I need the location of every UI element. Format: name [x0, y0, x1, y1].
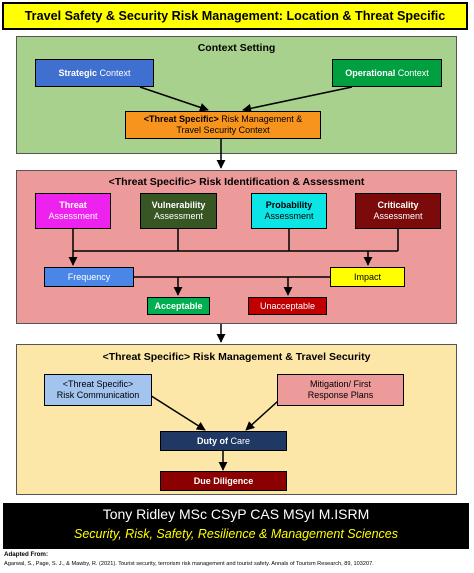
operational-context-label-rest: Context [395, 67, 429, 78]
risk-identification-title: <Threat Specific> Risk Identification & … [108, 176, 365, 188]
mitigation-label-line2: Response Plans [307, 390, 374, 400]
risk-management-title: <Threat Specific> Risk Management & Trav… [102, 351, 371, 363]
context-setting-title: Context Setting [197, 42, 276, 54]
due-diligence-box: Due Diligence [160, 471, 287, 491]
arrow-communication-to-duty [144, 391, 206, 431]
risk-communication-label-line2: Risk Communication [56, 390, 140, 400]
mitigation-response-box: Mitigation/ First Response Plans [277, 374, 404, 406]
author-tagline: Security, Risk, Safety, Resilience & Man… [74, 527, 398, 541]
vulnerability-assessment-label-bold: Vulnerability [151, 200, 206, 211]
unacceptable-box: Unacceptable [248, 297, 327, 315]
risk-communication-box: <Threat Specific> Risk Communication [44, 374, 152, 406]
impact-box: Impact [330, 267, 405, 287]
frequency-box: Frequency [44, 267, 134, 287]
author-name: Tony Ridley MSc CSyP CAS MSyI M.ISRM [102, 506, 370, 522]
probability-assessment-label-bold: Probability [265, 200, 313, 211]
threat-assessment-box: Threat Assessment [35, 193, 111, 229]
criticality-assessment-label-bold: Criticality [377, 200, 419, 211]
diagram-title: Travel Safety & Security Risk Management… [2, 2, 468, 30]
threat-assessment-label-bold: Threat [59, 200, 87, 211]
unacceptable-label: Unacceptable [259, 300, 316, 311]
frequency-label: Frequency [67, 271, 111, 282]
author-footer: Tony Ridley MSc CSyP CAS MSyI M.ISRM Sec… [3, 503, 469, 549]
acceptable-label: Acceptable [154, 300, 203, 311]
duty-of-care-label-bold: Duty of [196, 435, 228, 446]
impact-label: Impact [353, 271, 381, 282]
vulnerability-assessment-box: Vulnerability Assessment [140, 193, 217, 229]
risk-context-label-bold: <Threat Specific> [143, 114, 219, 125]
strategic-context-label-rest: Context [96, 67, 131, 78]
operational-context-label-bold: Operational [345, 67, 396, 78]
strategic-context-label-bold: Strategic [58, 67, 97, 78]
strategic-context-box: Strategic Context [35, 59, 154, 87]
duty-of-care-box: Duty of Care [160, 431, 287, 451]
risk-context-label-rest: Risk Management & [218, 114, 303, 125]
vulnerability-assessment-label-rest: Assessment [153, 211, 204, 221]
duty-of-care-label-rest: Care [227, 435, 250, 446]
risk-management-panel: <Threat Specific> Risk Management & Trav… [16, 344, 457, 495]
adapted-from-label: Adapted From: [4, 551, 48, 558]
acceptable-box: Acceptable [147, 297, 210, 315]
arrow-strategic-to-context [139, 86, 209, 112]
operational-context-box: Operational Context [332, 59, 442, 87]
risk-communication-label-line1: <Threat Specific> [62, 379, 134, 390]
arrow-operational-to-context [242, 86, 353, 113]
risk-context-label-line2: Travel Security Context [176, 125, 270, 135]
probability-assessment-label-rest: Assessment [264, 211, 314, 221]
adapted-from-reference: Agarwal, S., Page, S. J., & Mawby, R. (2… [4, 561, 374, 567]
due-diligence-label-rest: Diligence [210, 475, 254, 486]
threat-assessment-label-rest: Assessment [48, 211, 98, 221]
risk-management-context-box: <Threat Specific> Risk Management & Trav… [125, 111, 321, 139]
criticality-assessment-box: Criticality Assessment [355, 193, 441, 229]
due-diligence-label-bold: Due [193, 475, 211, 486]
probability-assessment-box: Probability Assessment [251, 193, 327, 229]
criticality-assessment-label-rest: Assessment [373, 211, 423, 221]
mitigation-label-line1: Mitigation/ First [309, 379, 371, 390]
